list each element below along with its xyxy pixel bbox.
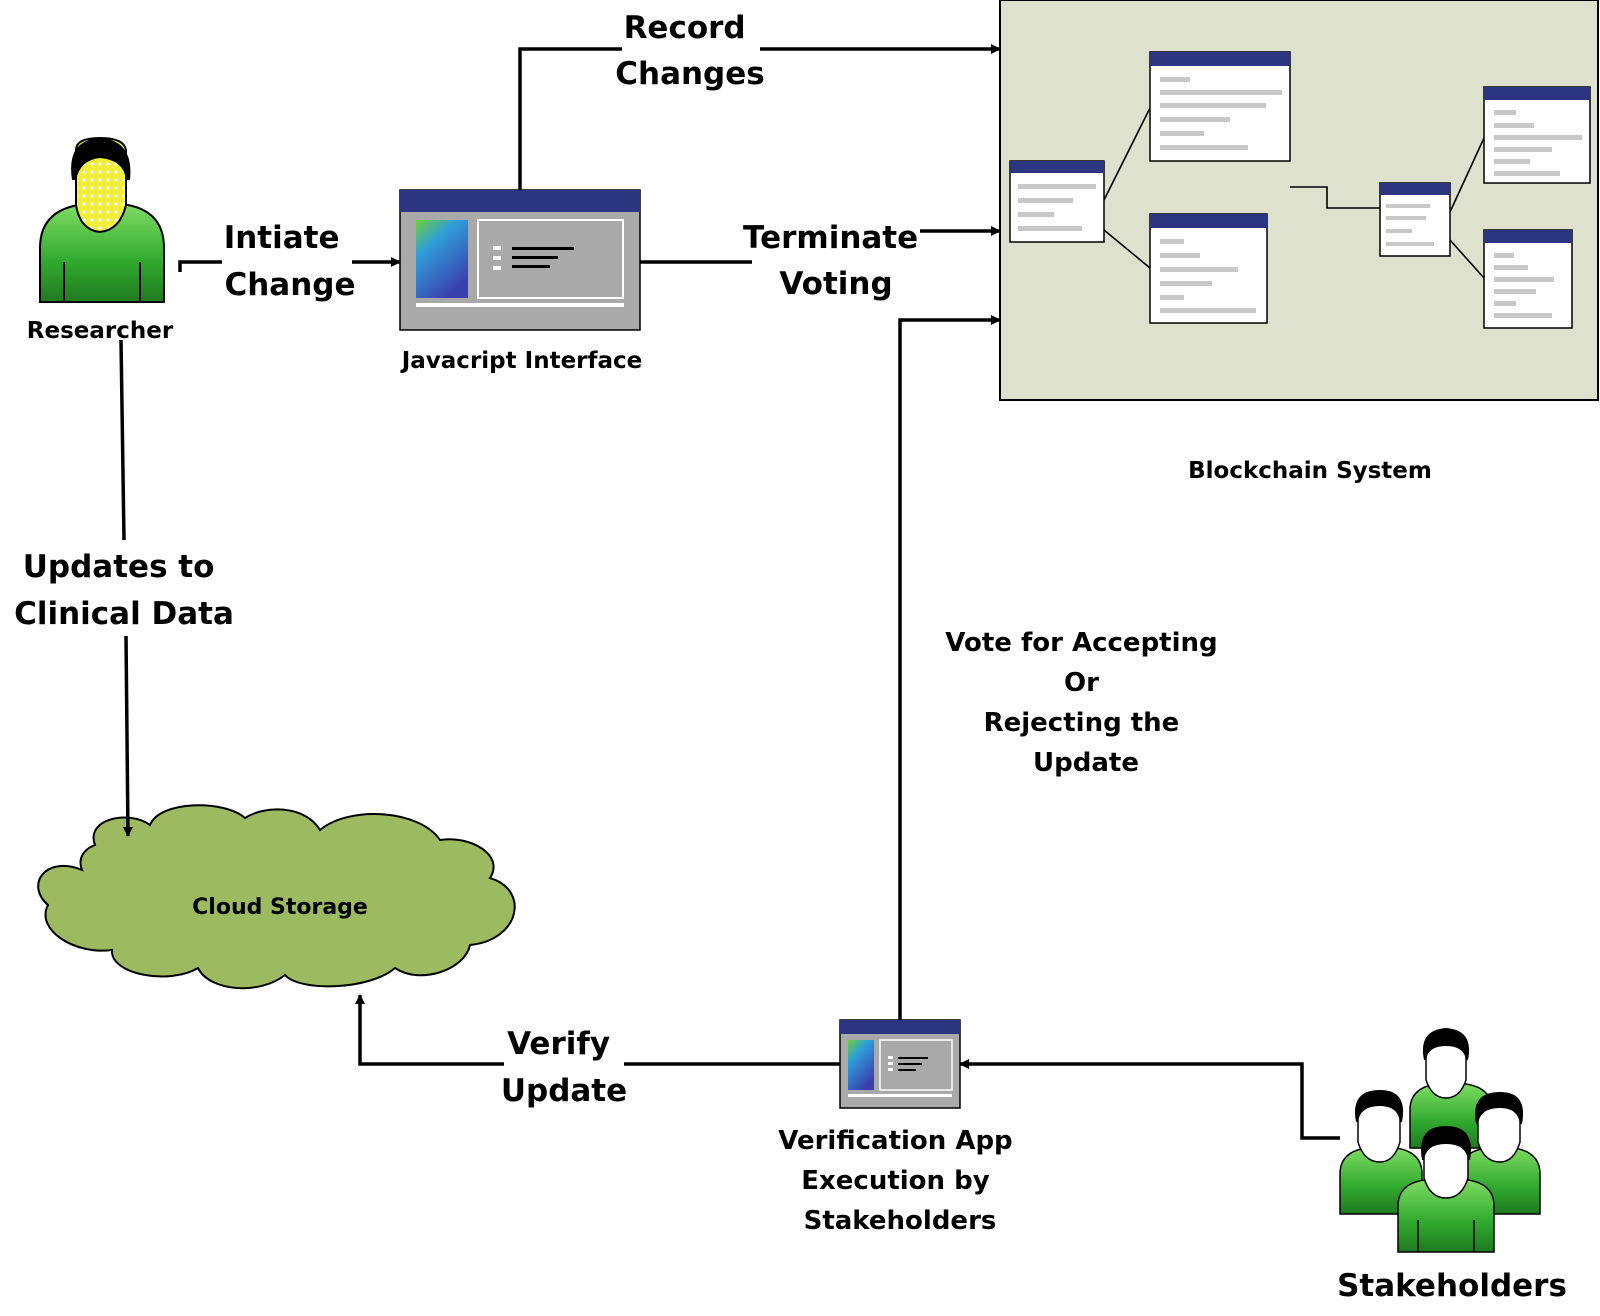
cloud-storage-label: Cloud Storage [192, 895, 368, 920]
database-table-icon [1483, 229, 1573, 329]
record-changes-label: Record Changes [615, 10, 764, 92]
stakeholders-people-group-icon [1339, 1028, 1541, 1253]
updates-clinical-data-label: Updates to Clinical Data [14, 549, 234, 632]
verify-update-connector [355, 994, 840, 1066]
javascript-interface-label: Javacript Interface [400, 348, 643, 374]
vote-connector [898, 315, 1001, 1020]
database-table-icon [1483, 86, 1591, 184]
cloud-storage-cloud-icon [37, 804, 516, 990]
terminate-voting-connector [640, 226, 1001, 264]
record-changes-connector [518, 44, 1001, 190]
database-table-icon [1379, 182, 1451, 257]
researcher-label: Researcher [27, 318, 174, 344]
verify-update-label: Verify Update [501, 1026, 627, 1109]
verification-app-label: Verification App Execution by Stakeholde… [778, 1126, 1021, 1236]
javascript-interface-window-icon [399, 189, 641, 331]
database-table-icon [1149, 51, 1291, 162]
initiate-change-connector [178, 257, 401, 272]
vote-label: Vote for Accepting Or Rejecting the Upda… [945, 628, 1226, 778]
updates-clinical-data-connector [119, 339, 133, 837]
stakeholders-label: Stakeholders [1337, 1268, 1567, 1304]
initiate-change-label: Intiate Change [224, 220, 356, 303]
terminate-voting-label: Terminate Voting [743, 220, 929, 302]
database-table-icon [1009, 160, 1105, 243]
stakeholders-connector [959, 1059, 1340, 1140]
blockchain-panel [999, 0, 1599, 401]
database-table-icon [1149, 213, 1268, 324]
verification-app-window-icon [839, 1019, 961, 1109]
researcher-person-icon [39, 136, 165, 303]
blockchain-system-label: Blockchain System [1188, 458, 1432, 484]
